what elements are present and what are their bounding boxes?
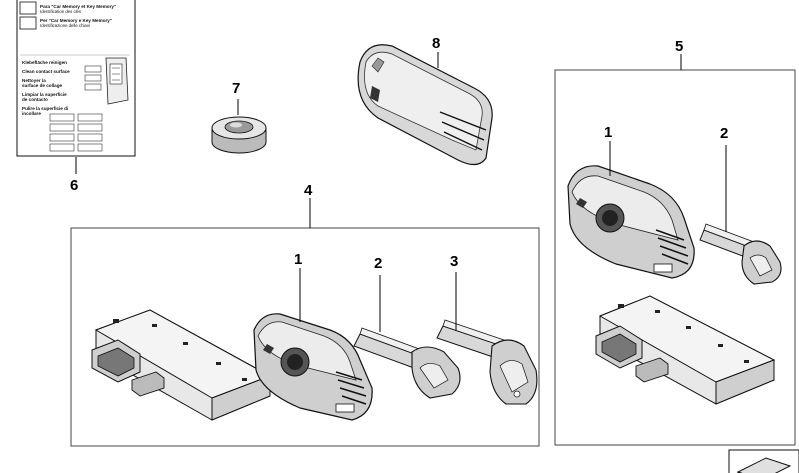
callout-2-set-4: 2: [374, 255, 382, 272]
card-row2-sub: Identificazione delle chiavi: [40, 23, 90, 28]
card-row1-title: Para "Car Memory et Key Memory": [40, 4, 116, 9]
instruction-card-part-6: Para "Car Memory et Key Memory" Identifi…: [16, 0, 136, 157]
card-label-5b: incollare: [22, 111, 41, 116]
battery-part-7: [211, 116, 267, 154]
card-label-1: Klebefläche reinigen: [22, 60, 67, 65]
key-fob-part-1-set-5: [567, 165, 695, 279]
card-label-4b: de contacto: [22, 97, 48, 102]
callout-5: 5: [675, 38, 683, 55]
callout-2-set-5: 2: [720, 125, 728, 142]
card-label-2: Clean contact surface: [22, 69, 70, 74]
callout-7: 7: [232, 80, 240, 97]
callout-1-set-4: 1: [294, 251, 302, 268]
card-label-3a: Nettoyer la: [22, 78, 46, 83]
callout-6: 6: [70, 177, 78, 194]
key-fob-part-1-set-4: [253, 313, 373, 421]
emergency-key-part-2-set-4: [353, 327, 461, 399]
card-label-3b: surface de collage: [22, 83, 63, 88]
set-4-box: [70, 227, 540, 447]
callout-3: 3: [450, 253, 458, 270]
card-row2-title: Per "Car Memory e Key Memory": [40, 18, 112, 23]
control-module-set-4: [91, 309, 272, 421]
callout-8: 8: [432, 35, 440, 52]
control-module-set-5: [595, 295, 776, 405]
card-label-4a: Limpiar la superficie: [22, 92, 67, 97]
diagram-corner-icon: [728, 449, 799, 473]
emergency-key-part-2-set-5: [699, 223, 782, 285]
set-5-box: [554, 69, 796, 446]
key-housing-part-8: [357, 44, 493, 166]
card-label-5a: Pulire la superficie di: [22, 106, 68, 111]
callout-4: 4: [304, 182, 313, 199]
mechanical-key-part-3-set-4: [436, 319, 538, 405]
callout-1-set-5: 1: [604, 124, 612, 141]
card-row1-sub: Identification des clés: [40, 9, 81, 14]
